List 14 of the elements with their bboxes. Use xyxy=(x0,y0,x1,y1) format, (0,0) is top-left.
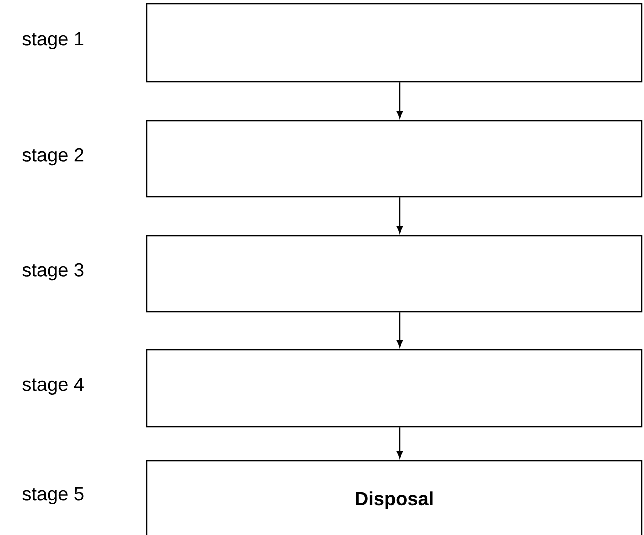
process-box: Disposal xyxy=(146,460,643,535)
stage-label: stage 3 xyxy=(22,263,84,281)
stage-label: stage 2 xyxy=(22,148,84,166)
process-box xyxy=(146,349,643,428)
process-box xyxy=(146,120,643,198)
stage-label: stage 1 xyxy=(22,32,84,50)
arrow xyxy=(396,198,404,234)
process-box xyxy=(146,235,643,313)
arrow xyxy=(396,82,404,119)
arrow xyxy=(396,428,404,459)
stage-label: stage 4 xyxy=(22,378,84,395)
process-box xyxy=(146,3,643,83)
arrow xyxy=(396,312,404,348)
stage-label: stage 5 xyxy=(22,488,84,504)
